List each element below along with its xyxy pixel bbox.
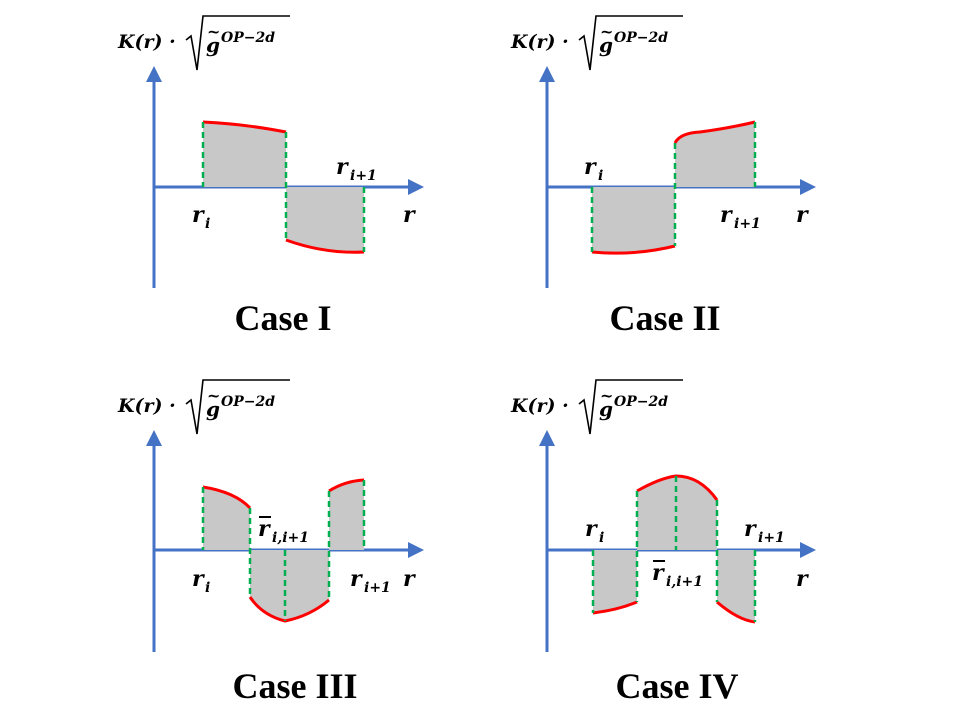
x-axis-arrow (800, 542, 816, 558)
caption-case-4: Case IV (616, 666, 739, 706)
curve-segment (285, 238, 365, 254)
svg-text:~: ~ (207, 22, 220, 41)
x-axis-label: r (403, 202, 416, 228)
svg-text:i: i (599, 530, 604, 546)
svg-text:~: ~ (207, 386, 220, 405)
negative-area (593, 550, 637, 613)
caption-case-2: Case II (609, 298, 720, 338)
label-r-i-plus-1: r i+1 (744, 516, 785, 546)
svg-text:g: g (206, 397, 220, 421)
y-axis-label: K(r) · g ~ OP−2d (117, 15, 290, 71)
label-r-i-plus-1: r i+1 (350, 566, 391, 596)
positive-area (203, 487, 250, 550)
svg-text:OP−2d: OP−2d (221, 394, 275, 410)
curve-segment (716, 600, 756, 624)
svg-text:i: i (205, 580, 210, 596)
sqrt-sign (185, 379, 290, 435)
svg-text:OP−2d: OP−2d (614, 30, 668, 46)
y-axis-label: K(r) · g ~ OP−2d (117, 379, 290, 435)
svg-text:i+1: i+1 (758, 530, 785, 546)
label-r-i: r i (585, 516, 604, 546)
svg-text:i,i+1: i,i+1 (666, 574, 703, 590)
panel-case-1: K(r) · g ~ OP−2d r i r i+1 r Case I (117, 15, 424, 338)
x-axis-label: r (796, 202, 809, 228)
svg-text:i+1: i+1 (364, 580, 391, 596)
svg-text:i,i+1: i,i+1 (272, 530, 309, 546)
caption-case-1: Case I (235, 298, 332, 338)
svg-text:r: r (584, 154, 597, 180)
x-axis-arrow (408, 179, 424, 195)
label-r-bar: r i,i+1 (258, 516, 309, 546)
svg-text:OP−2d: OP−2d (221, 30, 275, 46)
y-axis-arrow (539, 66, 555, 82)
panel-case-2: K(r) · g ~ OP−2d r i r i+1 r Case II (510, 15, 816, 338)
label-r-i: r i (192, 202, 210, 232)
sqrt-sign (578, 15, 683, 71)
negative-area (592, 187, 675, 254)
svg-text:K(r) ·: K(r) · (510, 31, 569, 53)
label-r-i: r i (192, 566, 210, 596)
svg-text:i: i (598, 168, 603, 184)
svg-text:i+1: i+1 (734, 216, 761, 232)
y-axis-arrow (146, 430, 162, 446)
svg-text:r: r (258, 516, 271, 542)
y-axis-arrow (539, 430, 555, 446)
positive-area (675, 122, 755, 187)
x-axis-arrow (800, 179, 816, 195)
positive-area (203, 122, 286, 187)
svg-text:r: r (350, 566, 363, 592)
curve-segment (328, 478, 365, 493)
sqrt-sign (578, 379, 683, 435)
y-axis-label: K(r) · g ~ OP−2d (510, 379, 683, 435)
svg-text:K(r) ·: K(r) · (117, 31, 176, 53)
negative-area (286, 187, 364, 253)
negative-area (250, 550, 329, 621)
svg-text:g: g (599, 397, 613, 421)
svg-text:OP−2d: OP−2d (614, 394, 668, 410)
y-axis-arrow (146, 66, 162, 82)
svg-text:r: r (336, 154, 349, 180)
svg-text:r: r (720, 202, 733, 228)
svg-text:g: g (206, 33, 220, 57)
curve-segment (673, 120, 756, 144)
svg-text:r: r (585, 516, 598, 542)
svg-text:K(r) ·: K(r) · (510, 395, 569, 417)
sqrt-sign (185, 15, 290, 71)
positive-area (637, 476, 717, 550)
curve-segment (202, 120, 287, 134)
svg-text:~: ~ (600, 386, 613, 405)
svg-text:i+1: i+1 (350, 168, 377, 184)
svg-text:r: r (192, 202, 205, 228)
curve-segment (202, 485, 252, 510)
x-axis-label: r (403, 566, 416, 592)
positive-area (329, 480, 364, 550)
x-axis-arrow (408, 542, 424, 558)
svg-text:~: ~ (600, 22, 613, 41)
svg-text:K(r) ·: K(r) · (117, 395, 176, 417)
x-axis-label: r (796, 566, 809, 592)
y-axis-label: K(r) · g ~ OP−2d (510, 15, 683, 71)
svg-text:r: r (192, 566, 205, 592)
label-r-i-plus-1: r i+1 (336, 154, 377, 184)
curve-segment (591, 244, 676, 255)
label-r-i: r i (584, 154, 603, 184)
label-r-bar: r i,i+1 (652, 560, 703, 590)
label-r-i-plus-1: r i+1 (720, 202, 761, 232)
panel-case-4: K(r) · g ~ OP−2d r i r i,i+1 r (510, 379, 816, 706)
negative-area (717, 550, 755, 622)
curve-segment (592, 600, 638, 615)
svg-text:r: r (652, 560, 665, 586)
svg-text:g: g (599, 33, 613, 57)
caption-case-3: Case III (232, 666, 357, 706)
svg-text:i: i (205, 216, 210, 232)
panel-case-3: K(r) · g ~ OP−2d r i r i,i+1 r (117, 379, 424, 706)
svg-text:r: r (744, 516, 757, 542)
